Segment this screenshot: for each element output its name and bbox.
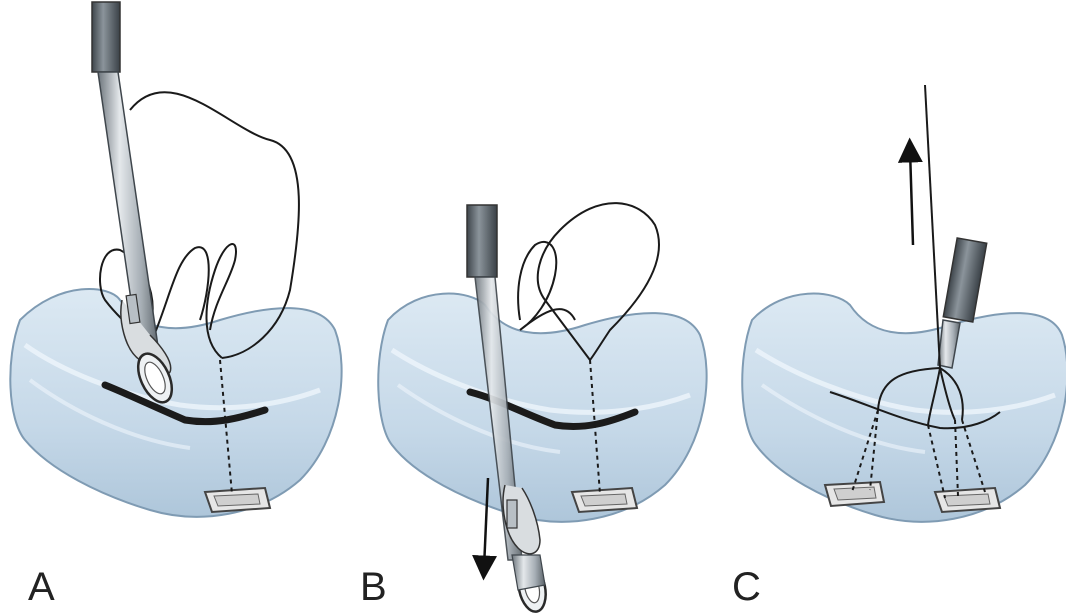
arrow-up-icon	[910, 150, 913, 245]
panel-label-b: B	[360, 565, 387, 609]
suture-anchor-a	[205, 488, 270, 512]
panel-b	[378, 203, 706, 614]
suture-anchor-b	[572, 488, 637, 512]
panel-label-a: A	[28, 565, 55, 609]
suture-anchor-c1	[825, 482, 884, 506]
panel-label-c: C	[732, 565, 761, 609]
panel-c	[742, 85, 1066, 522]
suture-tail-c	[925, 85, 940, 368]
panel-a	[10, 2, 341, 517]
suture-anchor-c2	[935, 488, 1000, 512]
